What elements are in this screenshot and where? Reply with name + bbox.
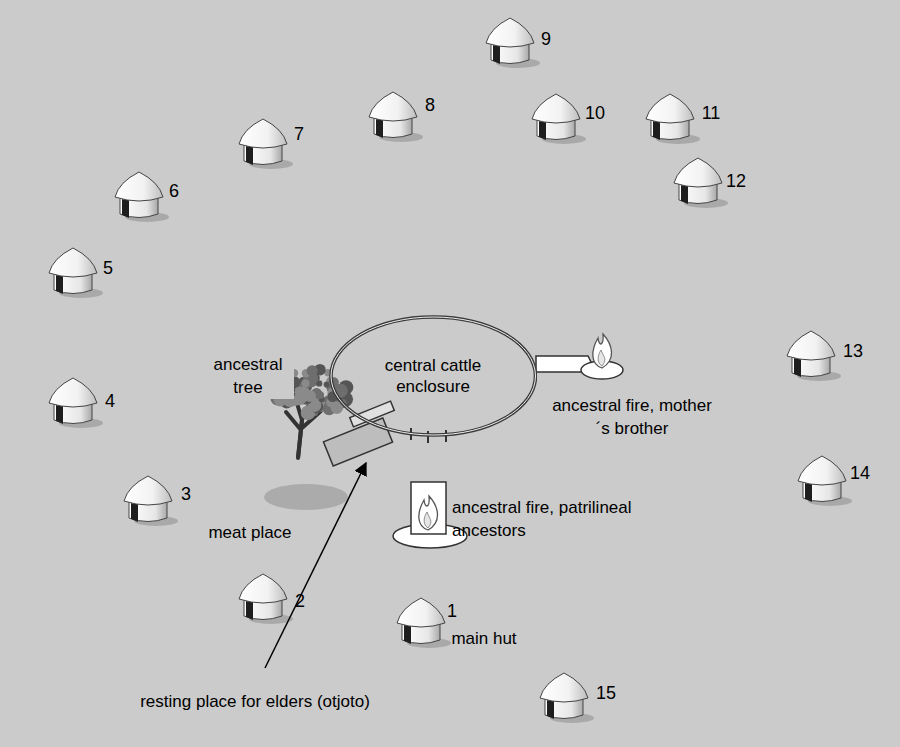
callout-number: 5 [103,258,113,278]
callout-number: 12 [726,171,746,191]
callout-number: 6 [169,181,179,201]
hut-icon [540,673,594,723]
callout-number: 4 [105,391,115,411]
leader-arrow [265,463,366,668]
enclosure-outline [329,315,538,437]
hut-icon [369,92,423,142]
callout-number: 3 [181,484,191,504]
cattle-enclosure: central cattle enclosure [329,315,538,437]
hut-icon [798,456,852,506]
callout-number: 8 [425,95,435,115]
callout-number: 13 [843,341,863,361]
hut-label: main hut [451,627,516,650]
hut-icon [49,248,103,298]
callout-number: 7 [294,124,304,144]
callout-number: 14 [850,463,870,483]
callout-number: 1 [447,601,457,621]
hut-icon [239,574,293,624]
place-label: ancestral tree [202,353,294,399]
enclosure-label: central cattle enclosure [368,355,498,397]
hut-icon [397,598,451,648]
hut-icon [646,94,700,144]
hut-icon [239,119,293,169]
place-label: resting place for elders (otjoto) [125,690,385,713]
callout-number: 2 [295,591,305,611]
ancestral-fire-symbol [536,334,623,379]
meat-place-area [264,484,348,510]
callout-number: 10 [585,103,605,123]
callout-number: 15 [596,683,616,703]
hut-icon [115,172,169,222]
hut-icon [124,476,178,526]
hut-icon [787,331,841,381]
callout-number: 11 [702,103,721,123]
hut-icons [49,18,852,723]
otjoto-slab [323,418,392,466]
place-label: ancestral fire, patrilineal ancestors [452,496,648,542]
hut-icon [486,18,540,68]
hut-icon [674,158,728,208]
callout-number: 9 [541,29,551,49]
hut-icon [532,94,586,144]
place-label: meat place [208,521,291,544]
place-label: ancestral fire, mother´s brother [547,394,717,440]
hut-icon [49,378,103,428]
